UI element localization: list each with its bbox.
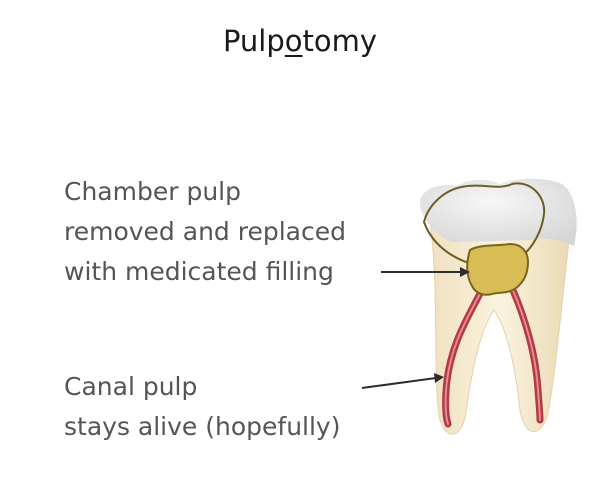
- chamber-label-line-2: removed and replaced: [64, 217, 346, 246]
- canal-pulp-label: Canal pulp stays alive (hopefully): [64, 367, 340, 447]
- medicated-filling: [466, 242, 530, 296]
- title-part-underlined: o: [284, 24, 303, 58]
- canal-label-line-1: Canal pulp: [64, 372, 198, 401]
- pulp-chamber-outline: [422, 182, 546, 266]
- canal-pulp-left-highlight: [444, 289, 483, 425]
- canal-label-line-2: stays alive (hopefully): [64, 412, 341, 441]
- tooth-enamel-crown: [419, 178, 577, 246]
- canal-pulp-right-highlight: [511, 287, 541, 421]
- title-part-1: Pulp: [222, 24, 285, 58]
- chamber-pulp-label: Chamber pulp removed and replaced with m…: [64, 172, 346, 292]
- chamber-leader-arrowhead: [460, 267, 470, 277]
- chamber-label-line-3: with medicated filling: [64, 257, 334, 286]
- canal-leader-arrowhead: [434, 373, 444, 383]
- title-part-2: tomy: [302, 24, 378, 58]
- canal-leader-line: [361, 377, 437, 389]
- diagram-title: Pulpotomy: [0, 24, 600, 58]
- chamber-label-line-1: Chamber pulp: [64, 177, 241, 206]
